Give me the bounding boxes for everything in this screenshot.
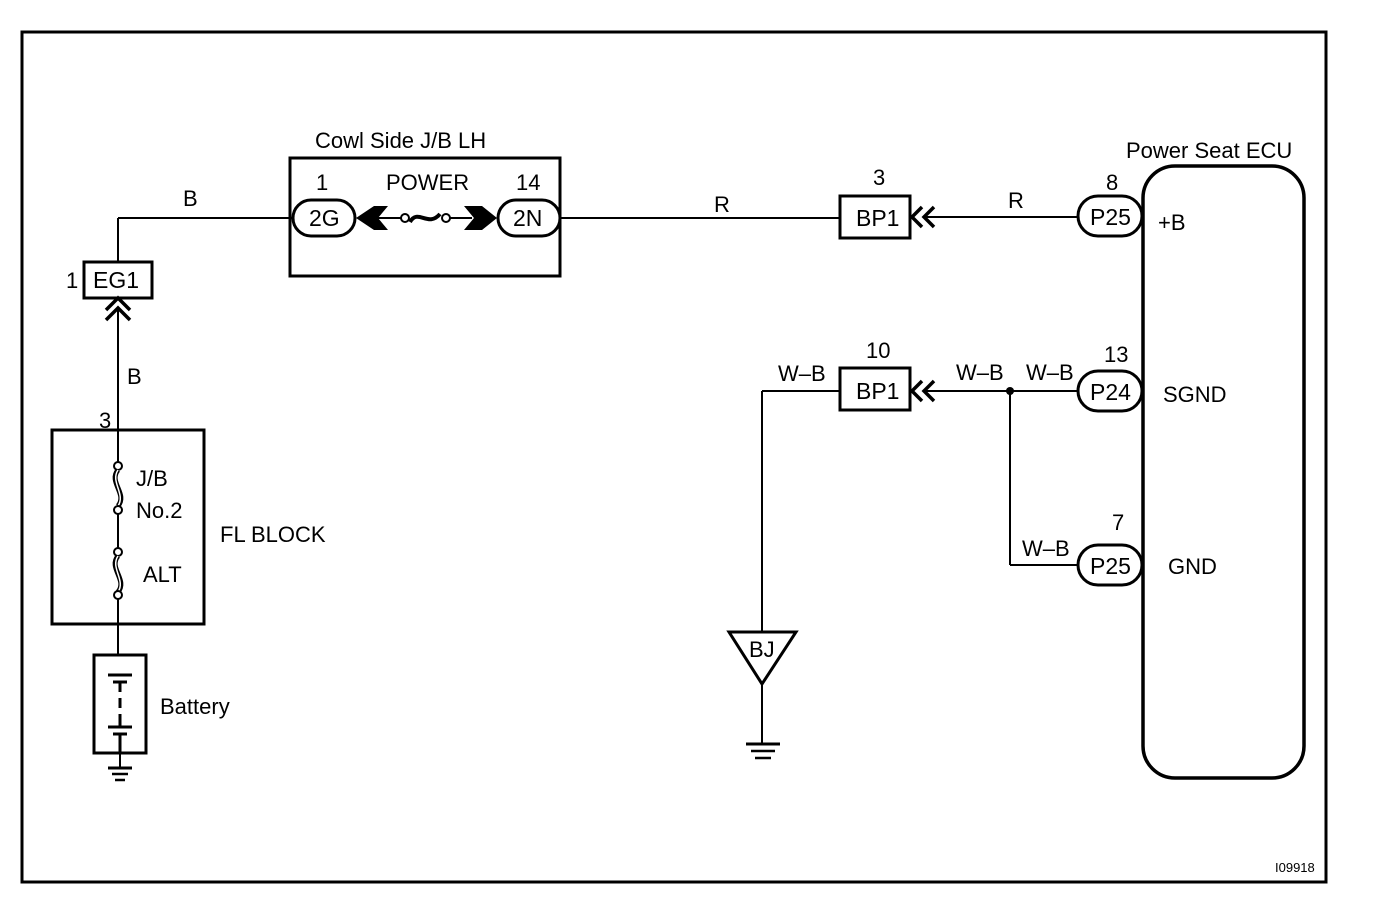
pin-number: 7 [1112, 510, 1124, 535]
wire-color-label: B [183, 186, 198, 211]
connector-chevron-icon [104, 305, 132, 322]
fuse-label: J/B [136, 466, 168, 491]
connector-chevron-icon [464, 206, 497, 230]
pin-number: 13 [1104, 342, 1128, 367]
fuse-icon-inner [115, 469, 121, 507]
pin-number: 14 [516, 170, 540, 195]
fl-block-title: FL BLOCK [220, 522, 326, 547]
wire-color-label: W–B [1026, 360, 1074, 385]
fuse-label: ALT [143, 562, 182, 587]
fl-block-box [50, 428, 206, 626]
connector-label: P24 [1090, 379, 1131, 405]
ecu-box [1141, 164, 1306, 780]
connector-bp1 [838, 366, 912, 412]
fuse-terminal-icon [113, 505, 123, 515]
connector-chevron-icon [921, 379, 936, 403]
fuse-terminal-icon [441, 213, 451, 223]
pin-number: 1 [316, 170, 328, 195]
connector-chevron-icon [909, 205, 924, 229]
connector-2g [291, 198, 357, 238]
pin-number: 1 [66, 268, 78, 293]
pin-number: 8 [1106, 170, 1118, 195]
connector-label: BP1 [856, 205, 899, 231]
connector-label: P25 [1090, 553, 1131, 579]
connector-label: EG1 [93, 267, 139, 293]
ground-icon [108, 766, 132, 782]
fuse-icon [408, 212, 442, 224]
wire-color-label: B [127, 364, 142, 389]
connector-label: 2G [309, 205, 340, 231]
fuse-icon-inner [115, 555, 121, 593]
terminal-name: GND [1168, 554, 1217, 579]
pin-number: 10 [866, 338, 890, 363]
cowl-jb-title: Cowl Side J/B LH [315, 128, 486, 153]
ecu-title: Power Seat ECU [1126, 138, 1292, 163]
terminal-name: SGND [1163, 382, 1227, 407]
fuse-label: No.2 [136, 498, 182, 523]
connector-eg1 [82, 260, 154, 300]
diagram-frame [20, 30, 1328, 884]
connector-label: P25 [1090, 204, 1131, 230]
fuse-terminal-icon [113, 590, 123, 600]
connector-chevron-icon [909, 379, 924, 403]
ground-point-bj [726, 630, 799, 687]
wire-color-label: W–B [1022, 536, 1070, 561]
wire-color-label: R [1008, 188, 1024, 213]
figure-id: I09918 [1275, 860, 1315, 875]
ground-icon [746, 742, 780, 760]
pin-number: 3 [873, 165, 885, 190]
fuse-label: POWER [386, 170, 469, 195]
fuse-terminal-icon [113, 547, 123, 557]
wire-color-label: R [714, 192, 730, 217]
connector-label: 2N [513, 205, 542, 231]
connector-chevron-icon [356, 206, 388, 230]
ground-point-label: BJ [749, 637, 775, 662]
pin-number: 3 [99, 408, 111, 433]
battery-label: Battery [160, 694, 230, 719]
wire-color-label: W–B [778, 361, 826, 386]
connector-label: BP1 [856, 378, 899, 404]
connector-p25 [1076, 194, 1144, 238]
wire-color-label: W–B [956, 360, 1004, 385]
fuse-terminal-icon [400, 213, 410, 223]
connector-chevron-icon [104, 295, 132, 312]
battery-icon [108, 673, 132, 753]
terminal-name: +B [1158, 210, 1186, 235]
fuse-terminal-icon [113, 461, 123, 471]
